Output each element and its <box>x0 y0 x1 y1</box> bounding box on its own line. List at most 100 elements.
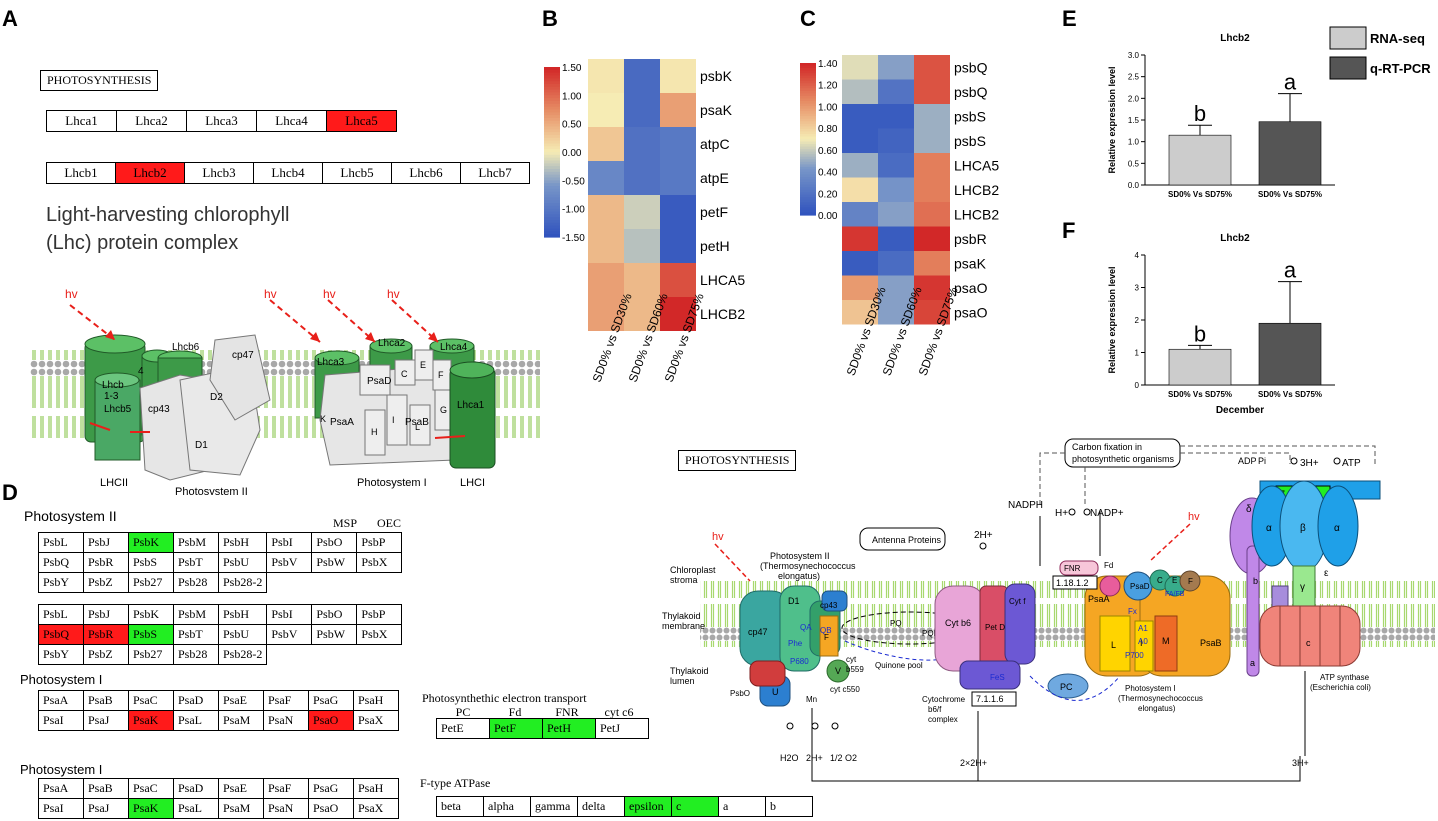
k-h2o: H2O <box>780 753 799 763</box>
pi-label: Pi <box>1258 456 1266 466</box>
heatmap-cell <box>878 128 914 153</box>
gene-cell-lhcb5: Lhcb5 <box>323 163 392 183</box>
heatmap-row-label: psbS <box>954 133 986 149</box>
heatmap-cell <box>914 251 950 276</box>
table-cell-psbm: PsbM <box>173 604 219 625</box>
pathway-label-kegg: PHOTOSYNTHESIS <box>678 450 797 471</box>
label-l: L <box>415 422 420 432</box>
colorbar-segment <box>800 184 816 188</box>
y-axis-label: Relative expression level <box>1107 266 1117 373</box>
table-cell-psad: PsaD <box>173 778 219 799</box>
colorbar-segment <box>800 75 816 79</box>
table-cell-psaj: PsaJ <box>83 798 129 819</box>
colorbar-segment <box>800 156 816 160</box>
label-psaa: PsaA <box>330 417 354 428</box>
table-cell-psak: PsaK <box>128 710 174 731</box>
bar <box>1168 134 1232 186</box>
k-ps1-title-1: Photosystem I <box>1125 684 1176 693</box>
table-cell-psae: PsaE <box>218 778 264 799</box>
table-cell-psad: PsaD <box>173 690 219 711</box>
y-tick-label: 0 <box>1135 381 1140 390</box>
colorbar-segment <box>544 103 560 108</box>
colorbar-segment <box>544 220 560 224</box>
heatmap-cell <box>588 59 624 93</box>
nadp-label: NADP+ <box>1090 508 1124 519</box>
carbon-fixation-1: Carbon fixation in <box>1072 442 1142 452</box>
colorbar-segment <box>800 128 816 132</box>
colorbar-segment <box>800 202 816 206</box>
colorbar-segment <box>544 205 560 210</box>
k-fd: Fd <box>1104 561 1113 570</box>
colorbar-segment <box>800 106 816 110</box>
colorbar-segment <box>544 81 560 85</box>
k-i: I <box>1140 638 1143 648</box>
atp-title: F-type ATPase <box>420 776 491 790</box>
table-cell-psac: PsaC <box>128 690 174 711</box>
heatmap-row-label: psaO <box>954 280 988 296</box>
k-fafb: FA/FB <box>1165 591 1185 598</box>
label-i: I <box>392 415 395 425</box>
table-cell-psbz: PsbZ <box>83 572 129 593</box>
thylakoid-lumen-1: Thylakoid <box>670 666 709 676</box>
k-pqh2: PQH2 <box>922 629 944 638</box>
k-eps: ε <box>1324 568 1329 579</box>
k-pc: PC <box>1060 682 1073 692</box>
k-ec-fnr: 1.18.1.2 <box>1056 578 1089 588</box>
label-lhcii: LHCII <box>100 477 128 489</box>
table-cell-psby: PsbY <box>38 644 84 665</box>
k-petd: Pet D <box>985 623 1005 632</box>
k-alpha2: α <box>1334 523 1340 534</box>
heatmap-cell <box>914 79 950 104</box>
table-cell-psai: PsaI <box>38 710 84 731</box>
heatmap-cell <box>588 297 624 331</box>
k-mn: Mn <box>806 695 817 704</box>
colorbar-segment <box>800 139 816 143</box>
label-lhca4: Lhca4 <box>440 342 468 353</box>
y-tick-label: 4 <box>1135 251 1140 260</box>
heatmap-cell <box>914 300 950 325</box>
k-m: M <box>1162 636 1170 646</box>
colorbar-segment <box>800 131 816 135</box>
label-c: C <box>401 369 408 379</box>
k-qa: QA <box>800 623 812 632</box>
label-lhcb6: Lhcb6 <box>172 342 200 353</box>
colorbar-segment <box>544 188 560 193</box>
heatmap-cell <box>660 127 696 161</box>
gene-cell-lhcb4: Lhcb4 <box>254 163 323 183</box>
significance-letter: a <box>1284 70 1297 95</box>
table-cell-psax: PsaX <box>353 710 399 731</box>
table-cell-psbt: PsbT <box>173 552 219 573</box>
hv-a1: hv <box>65 287 78 301</box>
gene-cell-lhcb7: Lhcb7 <box>461 163 529 183</box>
colorbar-segment <box>800 182 816 186</box>
chloroplast-1: Chloroplast <box>670 565 716 575</box>
table-cell-psac: PsaC <box>128 778 174 799</box>
colorbar-segment <box>544 208 560 213</box>
k-cp43: cp43 <box>820 601 838 610</box>
table-cell-psaf: PsaF <box>263 690 309 711</box>
thylakoid-lumen-2: lumen <box>670 676 695 686</box>
label-psad: PsaD <box>367 376 391 387</box>
colorbar-segment <box>800 192 816 196</box>
colorbar-tick: 1.00 <box>562 91 582 102</box>
colorbar-segment <box>800 80 816 84</box>
k-psbo: PsbO <box>730 689 750 698</box>
colorbar-segment <box>544 92 560 96</box>
colorbar-segment <box>800 136 816 140</box>
heatmap-cell <box>624 127 660 161</box>
heatmap-cell <box>624 297 660 331</box>
colorbar-segment <box>544 166 560 170</box>
colorbar-segment <box>800 174 816 178</box>
heatmap-cell <box>842 55 878 80</box>
chart-title: Lhcb2 <box>1220 233 1250 244</box>
heatmap-cell <box>624 195 660 229</box>
k-v: V <box>835 666 841 676</box>
colorbar-segment <box>544 126 560 130</box>
table-cell-psbp: PsbP <box>356 604 403 625</box>
k-phe: Phe <box>788 639 803 648</box>
heatmap-cell <box>660 161 696 195</box>
heatmap-cell <box>842 177 878 202</box>
table-cell-psbi: PsbI <box>266 532 313 553</box>
heatmap-row-label: LHCA5 <box>954 157 999 173</box>
table-cell-psbu: PsbU <box>217 552 268 573</box>
